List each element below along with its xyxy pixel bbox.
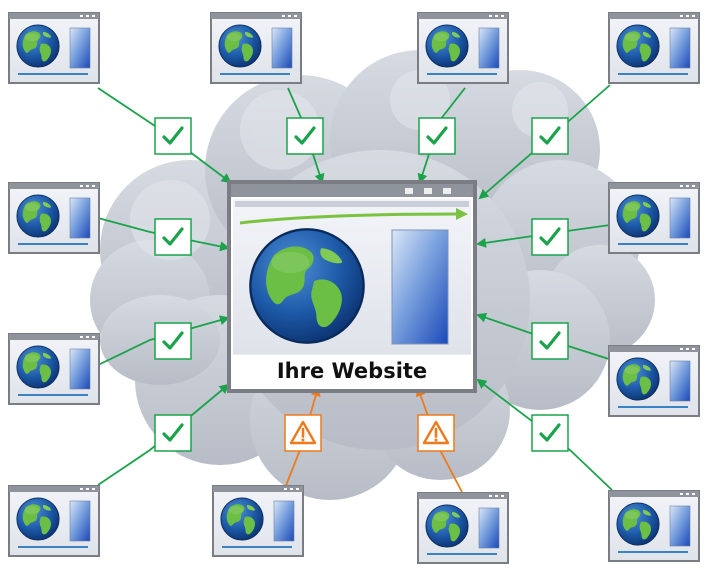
check-icon: [531, 414, 569, 452]
client-window-2: [211, 13, 301, 83]
warning-icon: [284, 414, 322, 452]
client-window-12: [609, 491, 699, 561]
check-icon: [531, 218, 569, 256]
check-icon: [154, 117, 192, 155]
client-window-9: [9, 486, 99, 556]
connection-line-top-right-2: [478, 84, 611, 200]
client-window-6: [609, 183, 699, 253]
check-icon: [418, 117, 456, 155]
main-window-label: Ihre Website: [277, 359, 427, 383]
client-window-4: [609, 13, 699, 83]
check-icon: [531, 322, 569, 360]
check-icon: [154, 414, 192, 452]
client-window-10: [213, 486, 303, 556]
connection-line-left-2: [97, 315, 230, 366]
check-icon: [286, 117, 324, 155]
connection-line-right-3: [476, 378, 613, 491]
globe-icon: [249, 228, 365, 344]
warning-icon: [417, 414, 455, 452]
client-window-5: [9, 183, 99, 253]
check-icon: [154, 218, 192, 256]
main-website-window: Ihre Website: [227, 180, 477, 393]
content-panel: [391, 229, 449, 345]
progress-arrow: [239, 212, 459, 225]
client-window-3: [418, 13, 508, 83]
client-window-11: [418, 493, 508, 563]
client-window-8: [609, 346, 699, 416]
client-window-7: [9, 334, 99, 404]
check-icon: [154, 322, 192, 360]
connection-line-left-1: [97, 217, 230, 252]
client-window-1: [9, 13, 99, 83]
check-icon: [531, 117, 569, 155]
connection-line-left-3: [97, 383, 230, 486]
